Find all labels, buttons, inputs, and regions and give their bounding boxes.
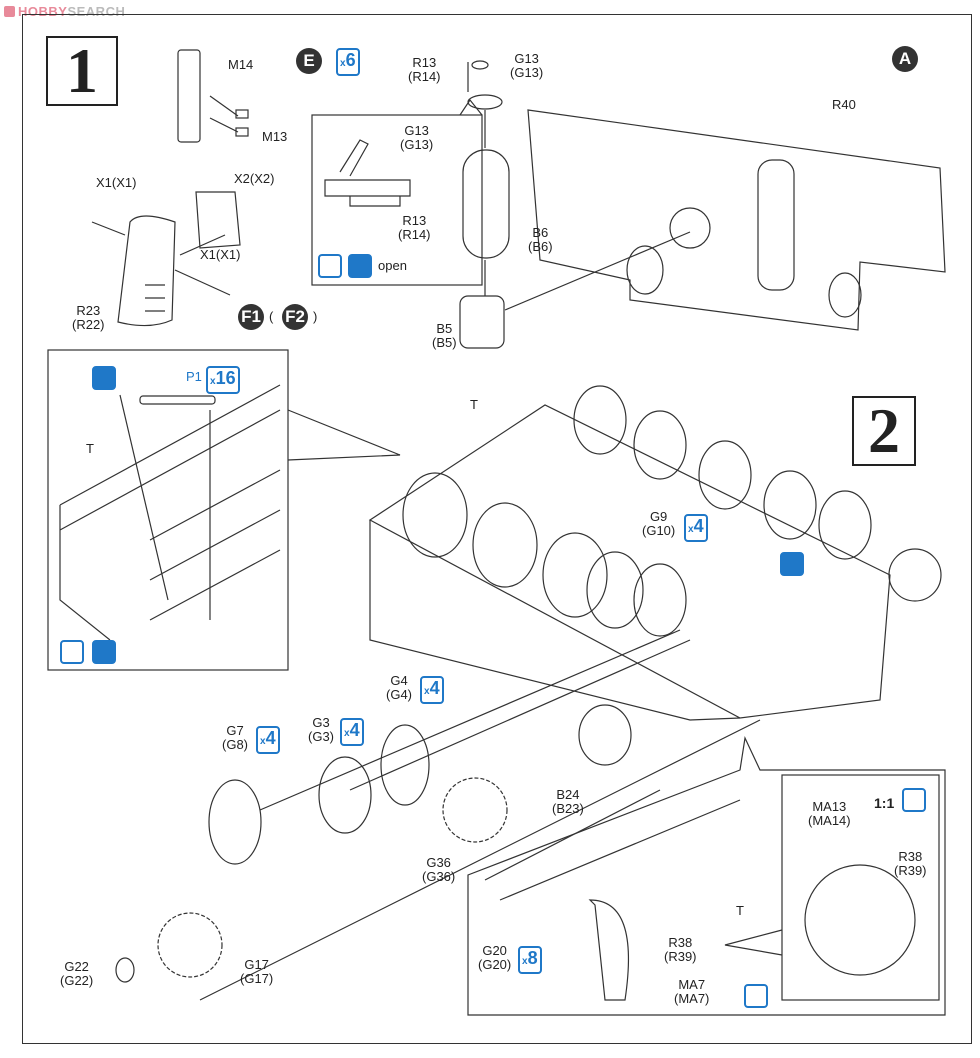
label-g13-top: G13(G13) xyxy=(510,51,544,80)
road-wheels-front xyxy=(402,472,687,637)
m13-arrows xyxy=(209,95,239,133)
label-b6: B6(B6) xyxy=(528,225,553,254)
part-m13a xyxy=(235,109,249,119)
label-r38-detail: R38(R39) xyxy=(894,849,927,878)
watermark: HOBBYSEARCH xyxy=(4,4,125,19)
glue-icon xyxy=(318,254,342,278)
glue-icon xyxy=(902,788,926,812)
label-g17: G17(G17) xyxy=(240,957,274,986)
inset-box-g20 xyxy=(467,735,946,1016)
part-r23 xyxy=(117,215,176,327)
paint-icon xyxy=(92,366,116,390)
paren-open: ( xyxy=(269,309,274,324)
label-r13-top: R13(R14) xyxy=(408,55,441,84)
step-2-number: 2 xyxy=(852,396,916,466)
label-g36: G36(G36) xyxy=(422,855,456,884)
part-x2 xyxy=(195,191,241,249)
label-m14: M14 xyxy=(228,57,254,72)
label-r13-inset: R13(R14) xyxy=(398,213,431,242)
quantity-badge-e: x6 xyxy=(336,48,360,76)
part-r40 xyxy=(527,109,946,331)
wheel-g7 xyxy=(208,779,262,865)
label-scale: 1:1 xyxy=(874,795,895,811)
label-p1: P1 xyxy=(186,369,202,384)
sprue-e-badge: E xyxy=(296,48,322,74)
road-wheels-rear xyxy=(573,385,872,560)
label-g20: G20(G20) xyxy=(478,943,512,972)
paren-close: ) xyxy=(313,309,318,324)
part-m13b xyxy=(235,127,249,137)
part-g22 xyxy=(115,957,135,983)
label-b24: B24(B23) xyxy=(552,787,584,816)
label-g13-inset: G13(G13) xyxy=(400,123,434,152)
watermark-brand: HOBBY xyxy=(18,4,68,19)
inset-box-p1 xyxy=(47,349,289,671)
quantity-badge-p1: x16 xyxy=(206,366,240,394)
label-g9: G9(G10) xyxy=(642,509,676,538)
sprue-a-badge: A xyxy=(892,46,918,72)
label-m13: M13 xyxy=(262,129,288,144)
label-ma7: MA7(MA7) xyxy=(674,977,710,1006)
label-g4: G4(G4) xyxy=(386,673,412,702)
label-t-inset-right: T xyxy=(736,903,744,918)
sprocket-g36 xyxy=(442,777,508,843)
glue-icon xyxy=(60,640,84,664)
sprocket-rear xyxy=(888,548,942,602)
hull-top xyxy=(368,404,891,719)
inset-box-detail xyxy=(781,774,940,1001)
label-b5: B5(B5) xyxy=(432,321,457,350)
label-t-hull: T xyxy=(470,397,478,412)
hub-b24 xyxy=(578,704,632,766)
watermark-suffix: SEARCH xyxy=(67,4,126,19)
quantity-badge-g9: x4 xyxy=(684,514,708,542)
wheel-g4 xyxy=(380,724,430,806)
label-open: open xyxy=(378,258,407,273)
quantity-badge-g4: x4 xyxy=(420,676,444,704)
paint-icon xyxy=(780,552,804,576)
quantity-badge-g20: x8 xyxy=(518,946,542,974)
glue-icon xyxy=(744,984,768,1008)
sprue-f2-badge: F2 xyxy=(282,304,308,330)
label-r40: R40 xyxy=(832,97,856,112)
inset-box-E xyxy=(311,114,483,286)
step-1-number: 1 xyxy=(46,36,118,106)
quantity-badge-g7: x4 xyxy=(256,726,280,754)
label-r38: R38(R39) xyxy=(664,935,697,964)
part-m14 xyxy=(177,49,201,143)
movable-icon xyxy=(348,254,372,278)
watermark-logo-icon xyxy=(4,6,15,17)
sprue-f1-badge: F1 xyxy=(238,304,264,330)
part-b6 xyxy=(462,149,510,259)
page-frame xyxy=(22,14,972,1044)
label-g7: G7(G8) xyxy=(222,723,248,752)
label-x1-left: X1(X1) xyxy=(96,175,137,190)
label-r23: R23(R22) xyxy=(72,303,105,332)
label-t-inset: T xyxy=(86,441,94,456)
label-ma13: MA13(MA14) xyxy=(808,799,851,828)
quantity-badge-g3: x4 xyxy=(340,718,364,746)
part-b5 xyxy=(459,295,505,349)
label-g22: G22(G22) xyxy=(60,959,94,988)
sprocket-g17 xyxy=(157,912,223,978)
label-g3: G3(G3) xyxy=(308,715,334,744)
label-x2: X2(X2) xyxy=(234,171,275,186)
label-x1-right: X1(X1) xyxy=(200,247,241,262)
wheel-g3 xyxy=(318,756,372,834)
movable-icon xyxy=(92,640,116,664)
